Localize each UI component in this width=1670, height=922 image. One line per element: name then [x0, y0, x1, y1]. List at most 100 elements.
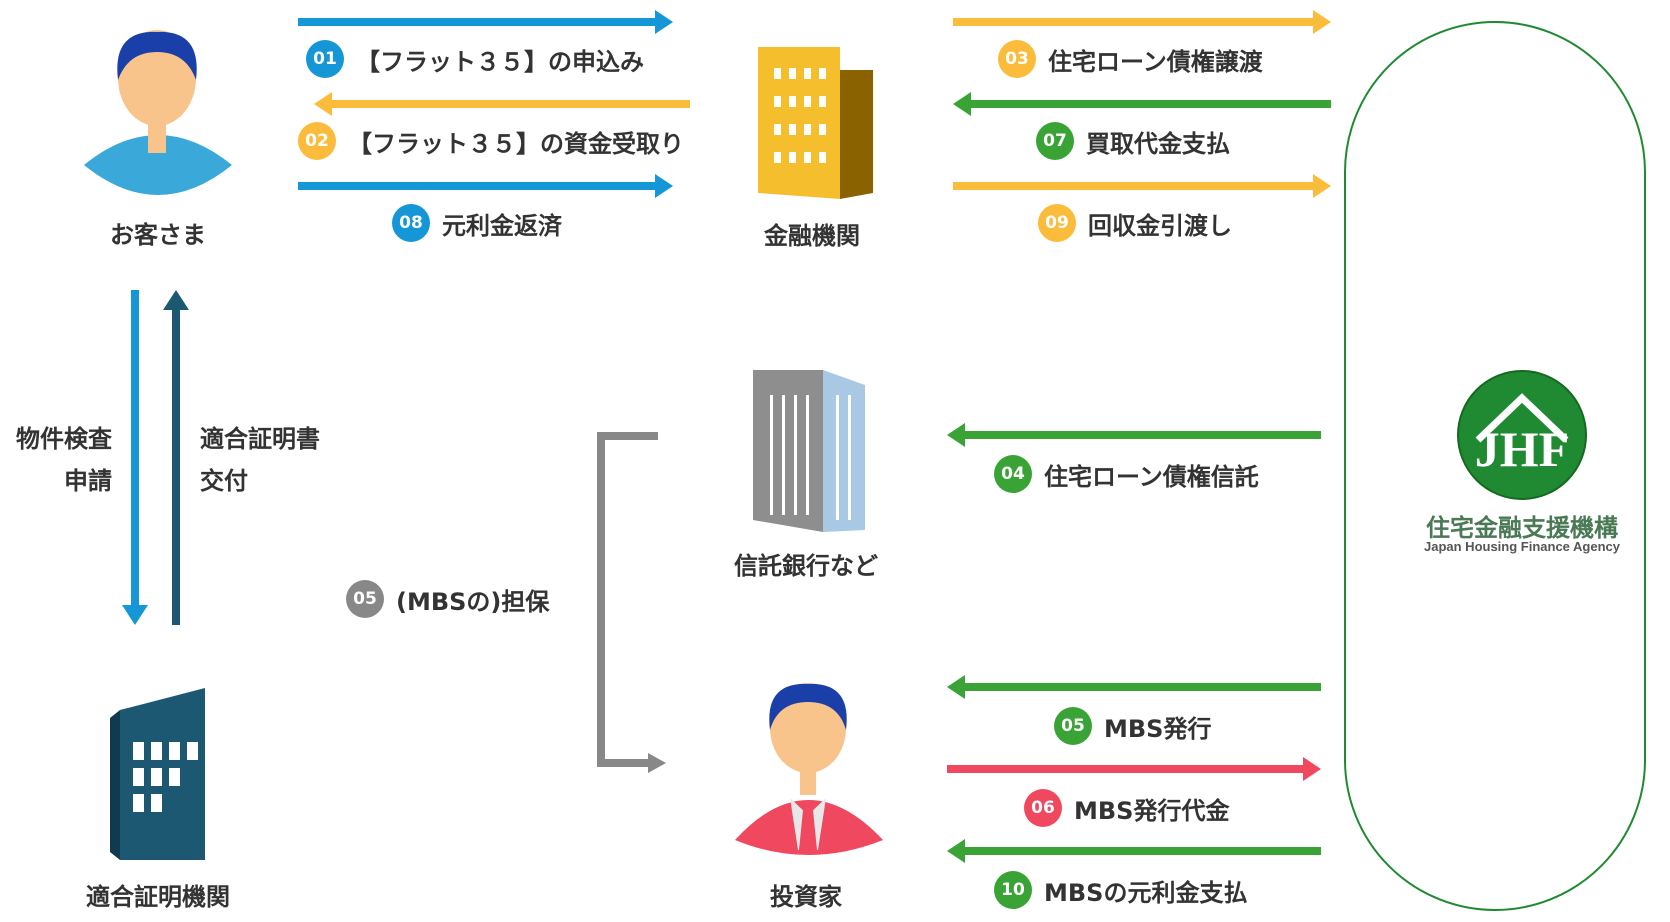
step-09-label: 09 回収金引渡し [1038, 204, 1232, 242]
bank-window [819, 124, 826, 135]
step-number-07: 07 [1036, 122, 1074, 160]
bank-window [804, 96, 811, 107]
step-number-03: 03 [998, 40, 1036, 78]
step-number-02: 02 [298, 122, 336, 160]
arrow-09 [953, 174, 1331, 198]
certifier-building-icon [110, 688, 205, 860]
arrow-02 [314, 92, 690, 116]
arrow-05a-bracket [597, 432, 666, 773]
certifier-window [169, 742, 180, 760]
step-number-05a: 05 [346, 580, 384, 618]
investor-person-icon [735, 683, 883, 855]
trust-stripe [836, 395, 839, 520]
certifier-window [133, 742, 144, 760]
step-06-label: 06 MBS発行代金 [1024, 789, 1229, 827]
arrow-08 [298, 174, 673, 198]
entity-bank: 金融機関 [764, 222, 860, 250]
step-06-text: MBS発行代金 [1074, 796, 1230, 825]
step-08-label: 08 元利金返済 [392, 204, 562, 242]
certificate-issue-line2: 交付 [200, 467, 248, 495]
bank-window [789, 68, 796, 79]
bank-window [789, 124, 796, 135]
arrow-05b [947, 675, 1321, 699]
step-01-text: 【フラット３５】の申込み [356, 47, 644, 76]
jhf-container [1344, 21, 1646, 911]
certifier-window [133, 794, 144, 812]
trust-building-icon [753, 370, 865, 532]
step-04-label: 04 住宅ローン債権信託 [994, 455, 1259, 493]
jhf-logo-text: JHF [1475, 421, 1569, 477]
step-number-08: 08 [392, 204, 430, 242]
step-07-text: 買取代金支払 [1086, 129, 1230, 158]
bank-window [819, 68, 826, 79]
entity-investor: 投資家 [770, 883, 842, 911]
inspection-request-line1: 物件検査 [16, 425, 112, 453]
bank-window [804, 152, 811, 163]
step-02-label: 02 【フラット３５】の資金受取り [298, 122, 684, 160]
step-10-label: 10 MBSの元利金支払 [994, 871, 1247, 909]
step-number-06: 06 [1024, 789, 1062, 827]
entity-certifier: 適合証明機関 [86, 883, 230, 911]
trust-stripe [782, 395, 785, 515]
certifier-window [151, 794, 162, 812]
step-09-text: 回収金引渡し [1088, 211, 1232, 240]
step-08-text: 元利金返済 [442, 211, 562, 240]
step-number-05b: 05 [1054, 707, 1092, 745]
bank-window [804, 68, 811, 79]
arrow-01 [298, 10, 673, 34]
arrow-06 [947, 757, 1321, 781]
entity-trust-bank: 信託銀行など [734, 552, 878, 580]
bank-window [789, 152, 796, 163]
arrow-certificate-issue [163, 290, 189, 625]
certifier-window [169, 768, 180, 786]
step-02-text: 【フラット３５】の資金受取り [348, 129, 684, 158]
customer-person-icon [84, 30, 232, 195]
certifier-window [133, 768, 144, 786]
jhf-logo-icon: JHF [1457, 370, 1587, 500]
trust-stripe [794, 395, 797, 515]
step-05b-label: 05 MBS発行 [1054, 707, 1211, 745]
inspection-request-label: 物件検査 申請 [16, 418, 112, 502]
arrow-10 [947, 839, 1321, 863]
step-04-text: 住宅ローン債権信託 [1044, 462, 1259, 491]
bank-window [774, 152, 781, 163]
step-05b-text: MBS発行 [1104, 714, 1212, 743]
step-05a-text: (MBSの)担保 [396, 587, 550, 616]
arrow-inspection-request [122, 290, 148, 625]
certifier-window [151, 768, 162, 786]
arrow-07 [953, 92, 1331, 116]
step-05a-label: 05 (MBSの)担保 [346, 580, 549, 618]
step-number-01: 01 [306, 40, 344, 78]
certifier-window [187, 742, 198, 760]
certifier-window [151, 742, 162, 760]
inspection-request-line2: 申請 [64, 467, 112, 495]
bank-window [774, 96, 781, 107]
step-10-text: MBSの元利金支払 [1044, 878, 1248, 907]
step-number-04: 04 [994, 455, 1032, 493]
step-01-label: 01 【フラット３５】の申込み [306, 40, 644, 78]
bank-window [804, 124, 811, 135]
step-number-09: 09 [1038, 204, 1076, 242]
bank-window [774, 124, 781, 135]
bank-window [774, 68, 781, 79]
arrow-04 [947, 423, 1321, 447]
trust-stripe [770, 395, 773, 515]
entity-customer: お客さま [110, 221, 206, 249]
step-03-label: 03 住宅ローン債権譲渡 [998, 40, 1263, 78]
bank-window [819, 96, 826, 107]
bank-building-icon [758, 47, 873, 199]
jhf-name: 住宅金融支援機構 [1426, 514, 1618, 542]
step-07-label: 07 買取代金支払 [1036, 122, 1230, 160]
certificate-issue-line1: 適合証明書 [200, 425, 320, 453]
trust-stripe [848, 395, 851, 520]
jhf-english-name: Japan Housing Finance Agency [1423, 539, 1621, 554]
step-03-text: 住宅ローン債権譲渡 [1048, 47, 1263, 76]
trust-stripe [806, 395, 809, 515]
bank-window [789, 96, 796, 107]
arrow-03 [953, 10, 1331, 34]
certificate-issue-label: 適合証明書 交付 [200, 418, 320, 502]
step-number-10: 10 [994, 871, 1032, 909]
bank-window [819, 152, 826, 163]
